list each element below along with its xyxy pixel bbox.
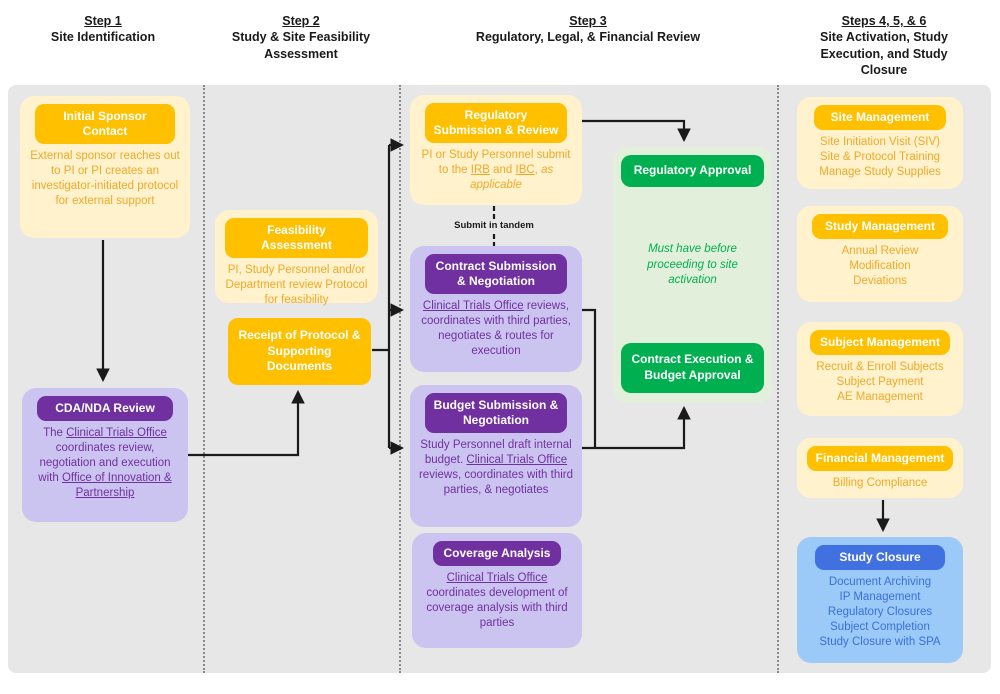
node-body: Clinical Trials Office coordinates devel… bbox=[426, 572, 568, 629]
step-title: Site Identification bbox=[50, 30, 156, 45]
column-separator-3 bbox=[777, 85, 779, 673]
column-header-steps456: Steps 4, 5, & 6 Site Activation, Study E… bbox=[802, 13, 966, 78]
node-body: Site Initiation Visit (SIV) Site & Proto… bbox=[797, 130, 963, 186]
node-title: Contract Submission & Negotiation bbox=[425, 254, 567, 294]
list-item: Site & Protocol Training bbox=[819, 150, 941, 163]
step-title: Site Activation, Study Execution, and St… bbox=[819, 30, 949, 77]
node-body: Study Personnel draft internal budget. C… bbox=[418, 439, 574, 496]
node-subject-management: Subject Management Recruit & Enroll Subj… bbox=[797, 322, 963, 416]
list-item: AE Management bbox=[837, 390, 923, 403]
list-item: Annual Review bbox=[841, 245, 919, 257]
node-receipt-of-protocol: Receipt of Protocol & Supporting Documen… bbox=[228, 318, 371, 385]
node-coverage-analysis: Coverage Analysis Clinical Trials Office… bbox=[412, 533, 582, 648]
node-title: Coverage Analysis bbox=[433, 541, 561, 566]
column-separator-1 bbox=[203, 85, 205, 673]
node-study-management: Study Management Annual Review Modificat… bbox=[797, 206, 963, 302]
column-header-step2: Step 2 Study & Site Feasibility Assessme… bbox=[211, 13, 391, 62]
node-approval-group: Regulatory Approval Must have before pro… bbox=[613, 147, 772, 403]
node-title: Regulatory Submission & Review bbox=[425, 103, 567, 143]
submit-in-tandem-label: Submit in tandem bbox=[447, 220, 541, 231]
node-financial-management: Financial Management Billing Compliance bbox=[797, 438, 963, 498]
list-item: Deviations bbox=[853, 274, 907, 287]
list-item: Subject Completion bbox=[830, 620, 930, 633]
column-header-step1: Step 1 Site Identification bbox=[18, 13, 188, 46]
node-body: PI, Study Personnel and/or Department re… bbox=[225, 264, 368, 306]
list-item: Document Archiving bbox=[828, 576, 932, 588]
node-title: Study Closure bbox=[815, 545, 945, 570]
list-item: Subject Payment bbox=[836, 375, 924, 388]
node-body: Billing Compliance bbox=[797, 471, 963, 497]
node-body: Recruit & Enroll Subjects Subject Paymen… bbox=[797, 355, 963, 411]
node-regulatory-submission-review: Regulatory Submission & Review PI or Stu… bbox=[410, 95, 582, 205]
node-cda-nda-review: CDA/NDA Review The Clinical Trials Offic… bbox=[22, 388, 188, 522]
node-title: Contract Execution & Budget Approval bbox=[631, 352, 754, 382]
node-contract-submission-negotiation: Contract Submission & Negotiation Clinic… bbox=[410, 246, 582, 372]
node-body: The Clinical Trials Office coordinates r… bbox=[38, 427, 172, 499]
list-item: Modification bbox=[849, 259, 911, 272]
node-title: Initial Sponsor Contact bbox=[35, 104, 175, 144]
node-regulatory-approval: Regulatory Approval bbox=[621, 155, 764, 187]
list-item: Site Initiation Visit (SIV) bbox=[820, 136, 940, 148]
node-body: PI or Study Personnel submit to the IRB … bbox=[421, 149, 571, 191]
list-item: Study Closure with SPA bbox=[819, 635, 941, 648]
column-separator-2 bbox=[399, 85, 401, 673]
step-title: Regulatory, Legal, & Financial Review bbox=[475, 30, 701, 45]
step-label: Steps 4, 5, & 6 bbox=[841, 14, 927, 28]
node-title: Feasibility Assessment bbox=[224, 218, 369, 258]
list-item: Billing Compliance bbox=[832, 477, 928, 489]
node-feasibility-assessment: Feasibility Assessment PI, Study Personn… bbox=[215, 210, 378, 306]
node-body: External sponsor reaches out to PI or PI… bbox=[30, 150, 180, 207]
step-label: Step 2 bbox=[282, 14, 320, 28]
list-item: Recruit & Enroll Subjects bbox=[816, 361, 944, 373]
node-title: Study Management bbox=[811, 214, 949, 239]
node-title: Budget Submission & Negotiation bbox=[425, 393, 567, 433]
node-body: Clinical Trials Office reviews, coordina… bbox=[421, 300, 571, 357]
node-budget-submission-negotiation: Budget Submission & Negotiation Study Pe… bbox=[410, 385, 582, 527]
column-header-step3: Step 3 Regulatory, Legal, & Financial Re… bbox=[458, 13, 718, 46]
node-body: Annual Review Modification Deviations bbox=[797, 239, 963, 295]
node-body: Document Archiving IP Management Regulat… bbox=[797, 570, 963, 656]
node-contract-execution-budget-approval: Contract Execution & Budget Approval bbox=[621, 343, 764, 393]
node-title: Site Management bbox=[813, 105, 947, 130]
node-title: CDA/NDA Review bbox=[36, 396, 174, 421]
list-item: Regulatory Closures bbox=[827, 605, 933, 618]
step-title: Study & Site Feasibility Assessment bbox=[231, 30, 371, 61]
node-title: Subject Management bbox=[810, 330, 950, 355]
node-title: Receipt of Protocol & Supporting Documen… bbox=[238, 328, 361, 374]
node-title: Financial Management bbox=[806, 446, 954, 471]
list-item: IP Management bbox=[839, 590, 921, 603]
step-label: Step 1 bbox=[84, 14, 122, 28]
list-item: Manage Study Supplies bbox=[819, 165, 941, 178]
node-title: Regulatory Approval bbox=[633, 163, 752, 178]
node-initial-sponsor-contact: Initial Sponsor Contact External sponsor… bbox=[20, 96, 190, 238]
step-label: Step 3 bbox=[569, 14, 607, 28]
approval-note: Must have before proceeding to site acti… bbox=[647, 243, 738, 287]
node-site-management: Site Management Site Initiation Visit (S… bbox=[797, 97, 963, 189]
node-study-closure: Study Closure Document Archiving IP Mana… bbox=[797, 537, 963, 663]
